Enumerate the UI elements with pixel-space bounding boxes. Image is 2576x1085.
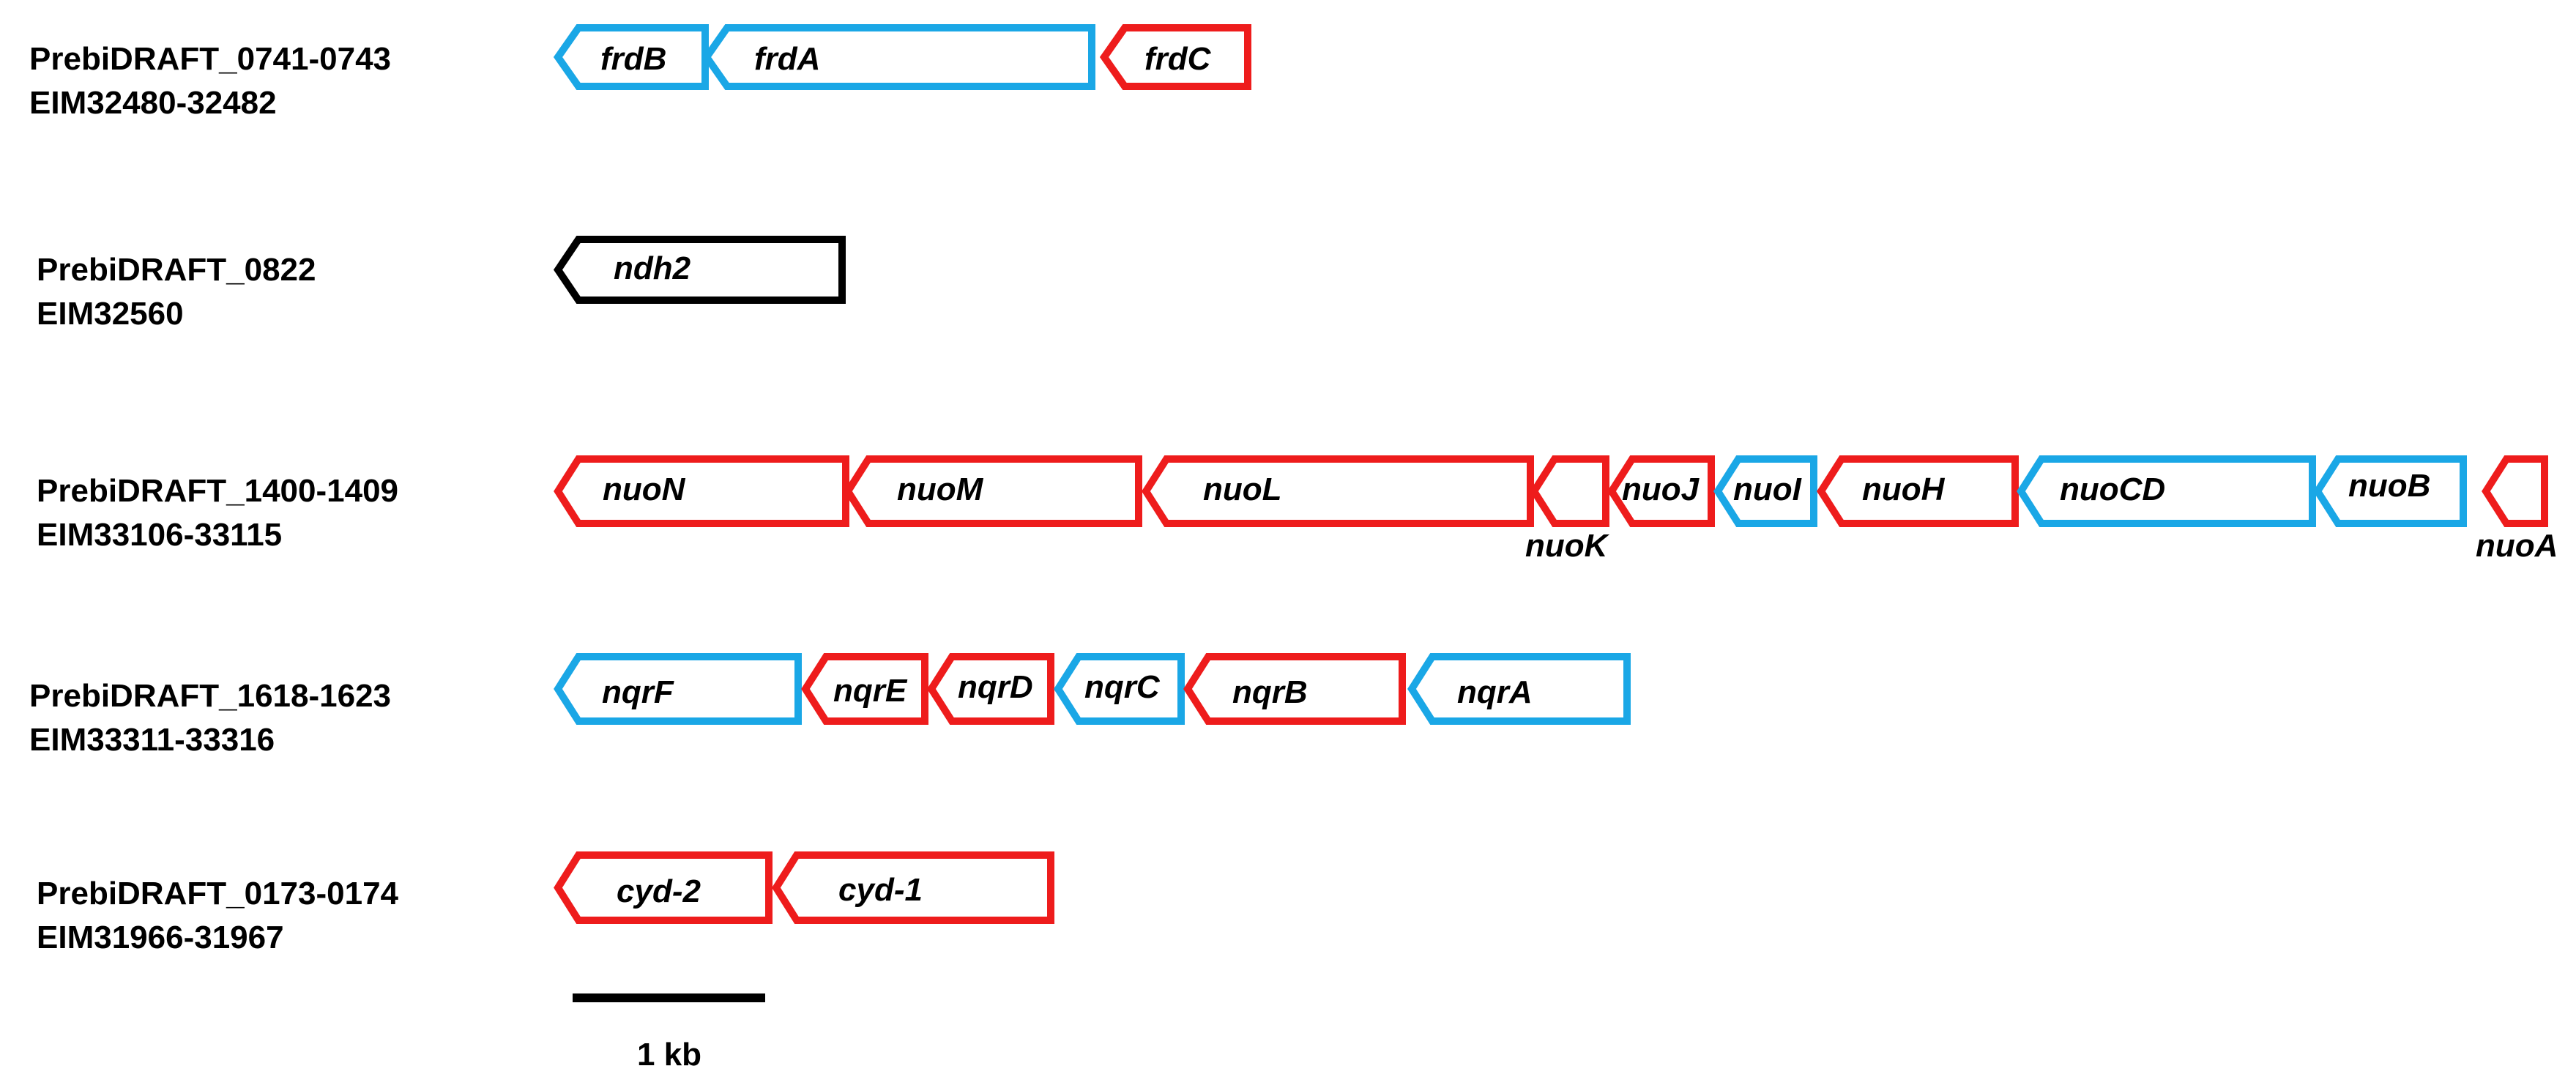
locus-accession-nqr: EIM33311-33316: [29, 722, 275, 758]
gene-label-nqrF: nqrF: [602, 674, 674, 710]
locus-accession-ndh2: EIM32560: [37, 296, 184, 332]
gene-label-cyd-2: cyd-2: [617, 873, 701, 909]
gene-arrow-nqrB: [1183, 653, 1406, 725]
gene-label-nuoB: nuoB: [2348, 468, 2430, 504]
gene-label-nqrC: nqrC: [1084, 669, 1161, 705]
gene-label-frdA: frdA: [754, 41, 820, 77]
locus-name-frd: PrebiDRAFT_0741-0743: [29, 41, 391, 77]
locus-name-nuo: PrebiDRAFT_1400-1409: [37, 473, 398, 509]
gene-label-ndh2: ndh2: [614, 250, 691, 286]
gene-label-nuoM: nuoM: [897, 471, 984, 507]
gene-label-nqrE: nqrE: [833, 673, 908, 709]
gene-label-nuoA: nuoA: [2476, 528, 2558, 564]
gene-arrow-nqrE: [801, 653, 928, 725]
gene-arrow-cyd-2: [554, 851, 773, 924]
gene-label-nuoL: nuoL: [1203, 471, 1282, 507]
gene-label-nuoI: nuoI: [1733, 471, 1802, 507]
locus-name-ndh2: PrebiDRAFT_0822: [37, 252, 316, 288]
locus-name-nqr: PrebiDRAFT_1618-1623: [29, 678, 391, 714]
gene-arrow-nuoI: [1713, 455, 1817, 527]
gene-label-nqrA: nqrA: [1457, 674, 1533, 710]
gene-label-frdB: frdB: [600, 41, 666, 77]
gene-arrow-ndh2: [553, 236, 846, 304]
gene-arrows-layer: [553, 24, 2548, 924]
gene-arrow-nuoN: [554, 455, 849, 527]
gene-label-nuoH: nuoH: [1862, 471, 1946, 507]
gene-arrow-nqrF: [554, 653, 802, 725]
scale-bar-label: 1 kb: [637, 1037, 701, 1073]
gene-label-nuoK: nuoK: [1525, 528, 1610, 564]
gene-arrow-nuoM: [844, 455, 1142, 527]
locus-accession-cyd: EIM31966-31967: [37, 920, 284, 955]
gene-arrow-nuoB: [2313, 455, 2467, 527]
gene-arrow-nuoCD: [2017, 455, 2316, 527]
gene-arrow-nuoA: [2482, 455, 2548, 527]
gene-label-frdC: frdC: [1144, 41, 1212, 77]
gene-label-nuoJ: nuoJ: [1622, 471, 1700, 507]
gene-arrow-nuoH: [1817, 455, 2019, 527]
gene-arrow-nuoK: [1530, 455, 1609, 527]
gene-label-nuoCD: nuoCD: [2060, 471, 2165, 507]
locus-accession-frd: EIM32480-32482: [29, 85, 277, 121]
gene-arrow-nqrA: [1407, 653, 1631, 725]
gene-arrow-frdC: [1099, 24, 1251, 90]
gene-arrow-cyd-1: [772, 851, 1054, 924]
gene-label-nqrD: nqrD: [958, 669, 1033, 705]
gene-arrow-nqrD: [927, 653, 1054, 725]
gene-arrow-nuoJ: [1607, 455, 1715, 527]
locus-accession-nuo: EIM33106-33115: [37, 517, 282, 553]
locus-name-cyd: PrebiDRAFT_0173-0174: [37, 876, 399, 911]
gene-label-nqrB: nqrB: [1232, 674, 1308, 710]
gene-arrow-frdA: [701, 24, 1095, 90]
gene-arrow-nqrC: [1054, 653, 1185, 725]
gene-label-nuoN: nuoN: [603, 471, 686, 507]
gene-label-cyd-1: cyd-1: [838, 872, 923, 908]
